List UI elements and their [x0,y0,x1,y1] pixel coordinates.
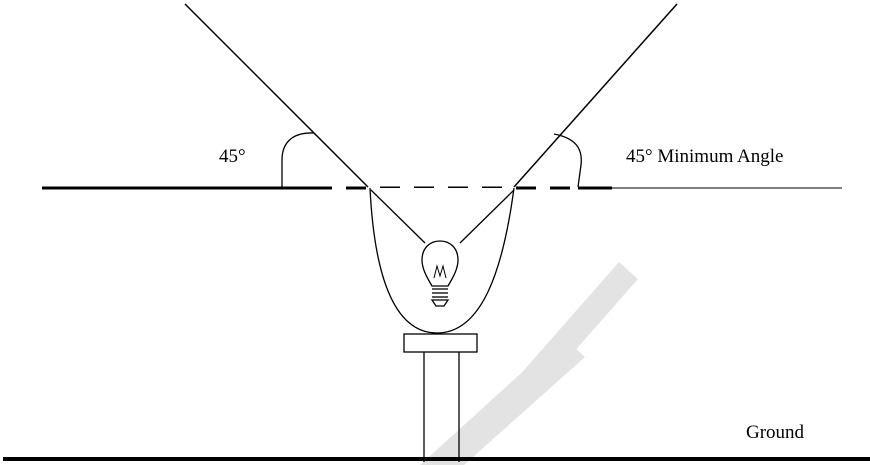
watermark-t-stem [420,336,585,465]
watermark-t [420,262,638,465]
cutoff-line-right [513,3,678,188]
cutoff-line-left [184,3,369,188]
right-angle-label: 45° Minimum Angle [626,146,784,167]
ground-label: Ground [746,422,805,443]
light-ray-left [370,189,426,244]
light-bulb-icon [421,240,459,307]
mount-plate [403,333,478,353]
light-ray-right [459,189,515,244]
angle-arc-right [553,133,582,188]
pole [423,352,460,462]
angle-arc-left [281,132,315,187]
left-angle-label: 45° [219,146,246,167]
